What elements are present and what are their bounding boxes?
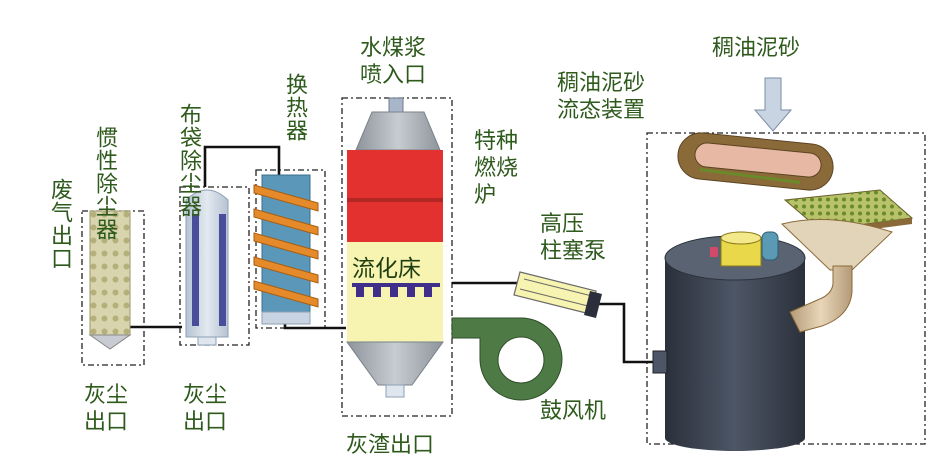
connecting-pipes xyxy=(130,145,655,364)
label-blower: 鼓风机 xyxy=(540,399,607,424)
label-sludge-input: 稠油泥砂 xyxy=(712,36,801,61)
label-bag-dust-collector: 布袋除尘器 xyxy=(172,87,224,218)
fluidized-bed-grate xyxy=(352,283,440,297)
sludge-input-arrow xyxy=(753,77,793,132)
label-heat-exchanger: 换热器 xyxy=(282,73,307,142)
label-inertial-dust-collector: 惯性除尘器 xyxy=(88,110,140,241)
label-inertial-dust-collector-text: 惯性除尘器 xyxy=(92,126,117,241)
tank-inlet xyxy=(652,350,668,374)
furnace-box xyxy=(341,97,453,417)
label-slurry-inlet: 水煤浆 喷入口 xyxy=(360,36,427,88)
label-waste-gas-outlet: 废气出口 xyxy=(47,178,72,270)
mixing-tank xyxy=(665,258,805,451)
sludge-device xyxy=(652,77,914,451)
heat-exchanger xyxy=(253,174,319,325)
label-ash-outlet-2: 灰尘 出口 xyxy=(183,383,228,435)
inertial-dust-collector xyxy=(88,210,132,350)
plunger-pump xyxy=(513,271,602,318)
label-fluidized-bed: 流化床 xyxy=(352,256,421,282)
hopper xyxy=(781,219,893,271)
pipe-bag-to-exchanger xyxy=(203,145,281,187)
label-bag-dust-collector-text: 布袋除尘器 xyxy=(176,103,201,218)
label-plunger-pump: 高压 柱塞泵 xyxy=(540,212,607,264)
special-furnace xyxy=(346,97,444,398)
pipe-pump-to-tank xyxy=(598,302,655,364)
conveyor-belt xyxy=(677,132,834,191)
slurry-nozzle xyxy=(388,97,404,113)
stirrer-motor xyxy=(710,231,779,267)
bag-dust-collector xyxy=(185,189,229,346)
label-slag-outlet: 灰渣出口 xyxy=(346,433,435,458)
feed-pipe xyxy=(789,265,853,333)
label-ash-outlet-1: 灰尘 出口 xyxy=(84,383,129,435)
label-sludge-device: 稠油泥砂 流态装置 xyxy=(557,71,646,123)
label-special-furnace: 特种 燃烧 炉 xyxy=(474,129,519,208)
blower xyxy=(451,317,563,401)
